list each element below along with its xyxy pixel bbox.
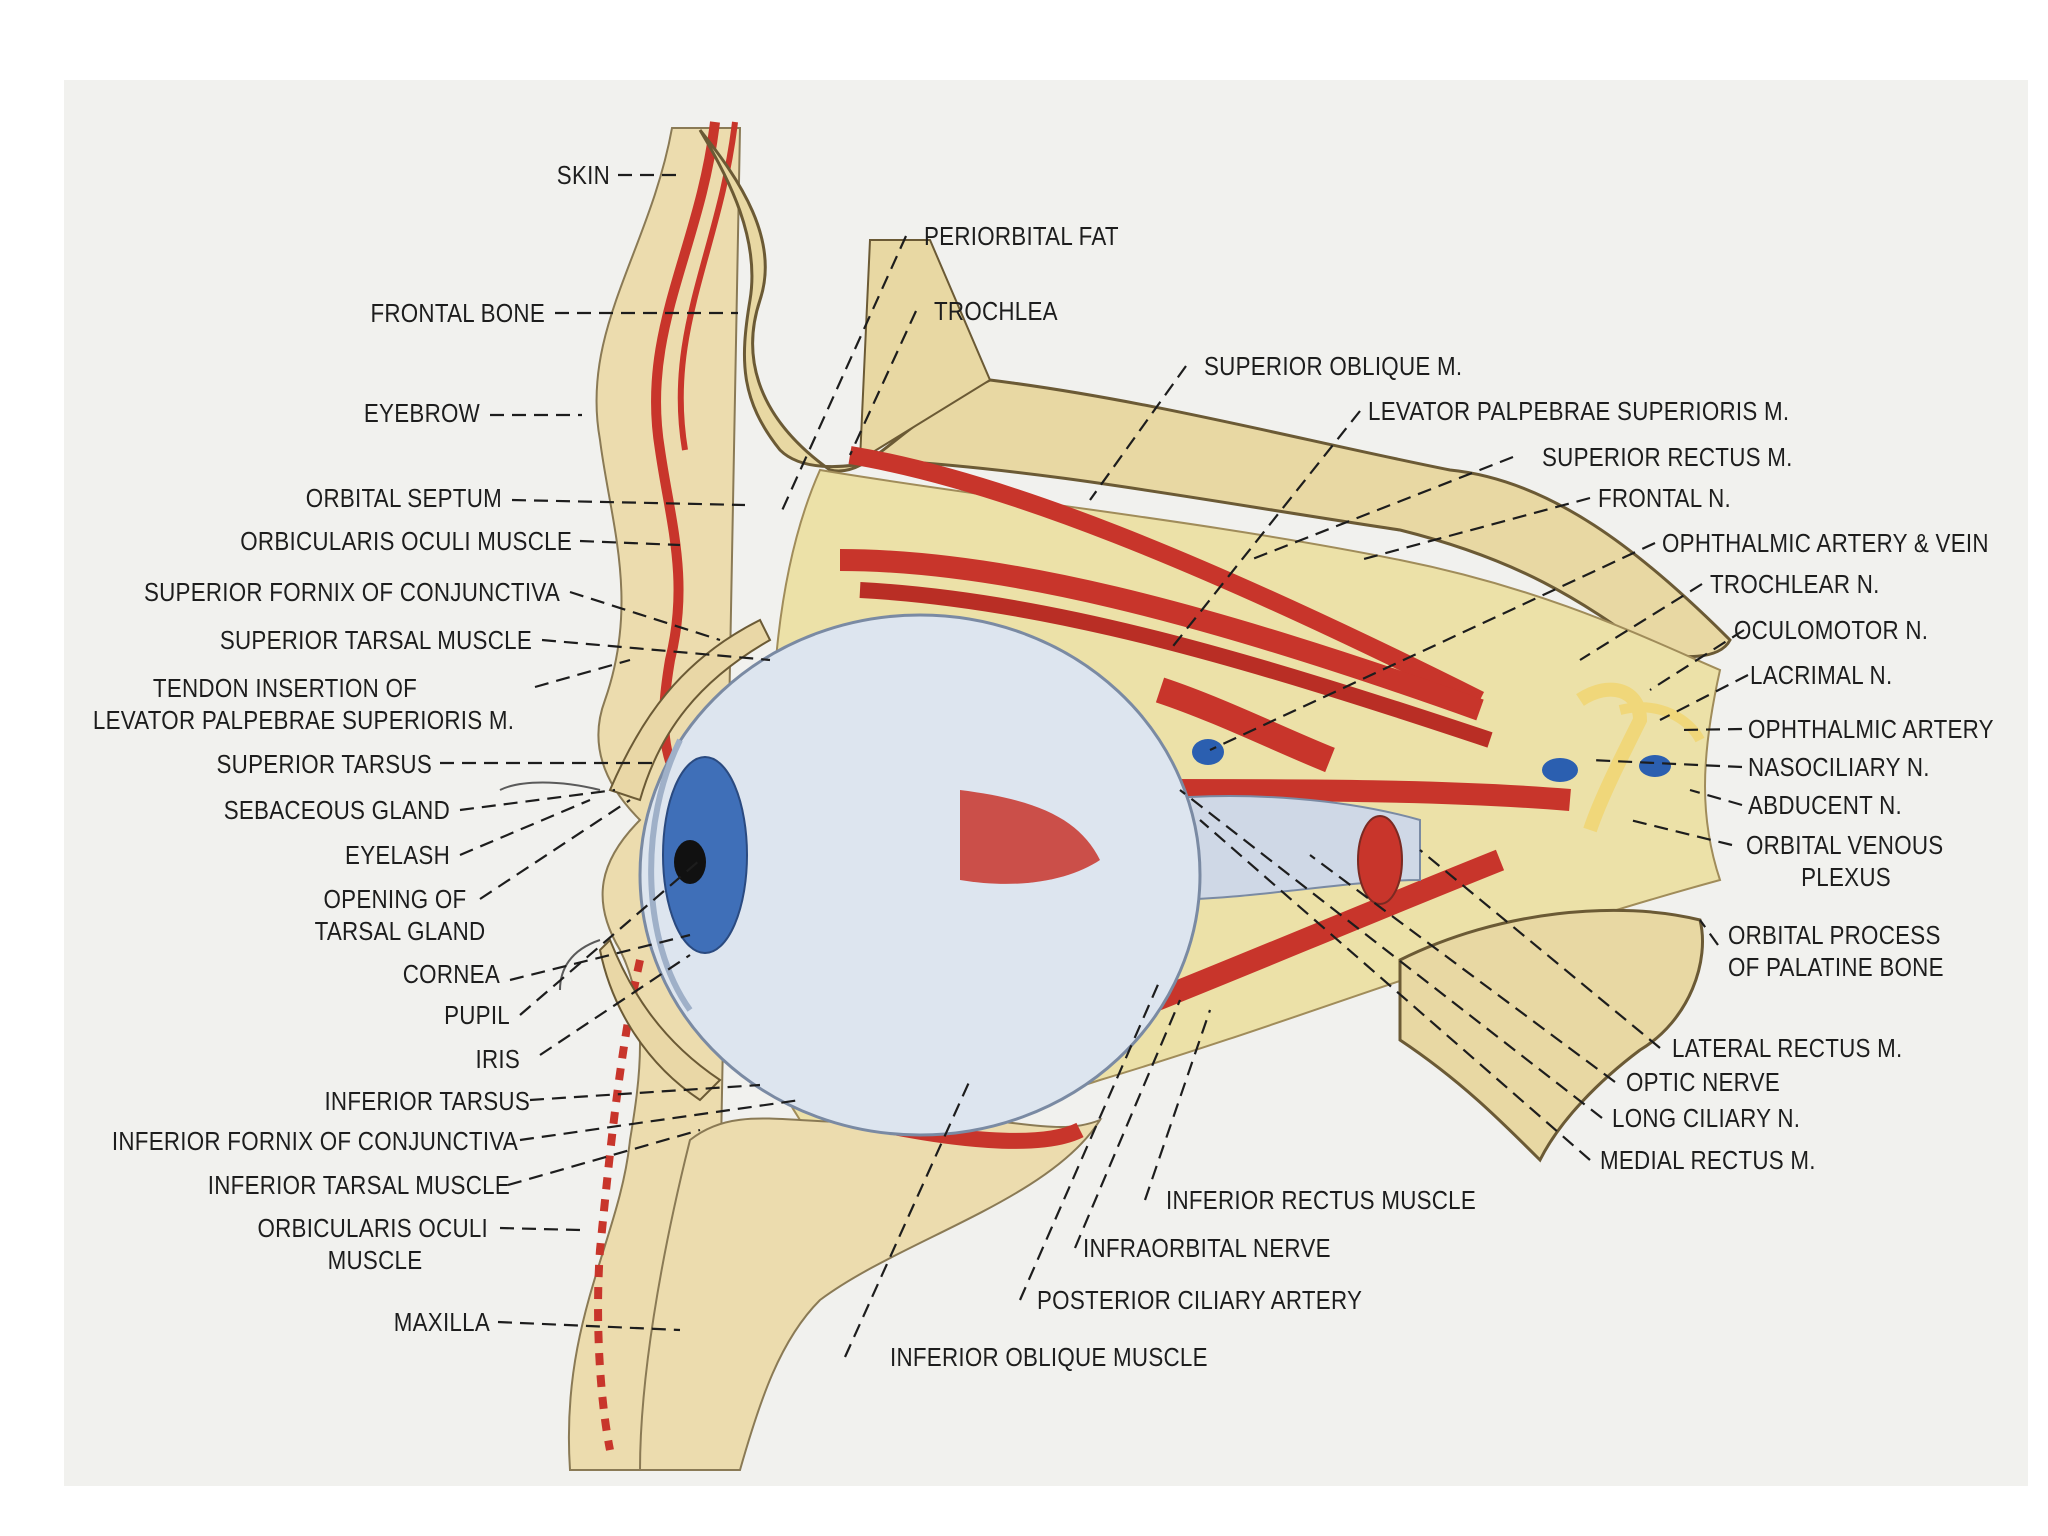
- label-eyelash: EYELASH: [345, 840, 450, 870]
- label-iris: IRIS: [475, 1044, 520, 1074]
- label-orbicularis-oculi-muscle: ORBICULARIS OCULI MUSCLE: [240, 526, 572, 556]
- eyeball-cornea: [648, 738, 693, 1012]
- label-inferior-oblique: INFERIOR OBLIQUE MUSCLE: [890, 1342, 1208, 1372]
- label-inferior-tarsal-muscle: INFERIOR TARSAL MUSCLE: [207, 1170, 510, 1200]
- label-orbital-septum: ORBITAL SEPTUM: [305, 483, 502, 513]
- label-opening-tarsal-line2: TARSAL GLAND: [314, 916, 486, 946]
- levator-muscle: [839, 549, 1484, 721]
- label-nasociliary-n: NASOCILIARY N.: [1748, 752, 1930, 782]
- ophthalmic-vein-1: [1192, 739, 1224, 765]
- label-superior-oblique: SUPERIOR OBLIQUE M.: [1204, 351, 1463, 381]
- superior-oblique-muscle: [848, 446, 1485, 709]
- lower-lid: [598, 938, 722, 1102]
- label-inferior-tarsus: INFERIOR TARSUS: [324, 1086, 530, 1116]
- label-lacrimal-n: LACRIMAL N.: [1750, 660, 1893, 690]
- ophthalmic-artery-shape: [1155, 677, 1335, 773]
- label-superior-rectus: SUPERIOR RECTUS M.: [1542, 442, 1793, 472]
- maxilla-bone: [638, 1116, 1103, 1471]
- label-orbital-venous-line2: PLEXUS: [1801, 862, 1891, 892]
- label-optic-nerve: OPTIC NERVE: [1626, 1067, 1781, 1097]
- label-orbital-venous-line1: ORBITAL VENOUS: [1746, 830, 1944, 860]
- label-frontal-bone: FRONTAL BONE: [370, 298, 545, 328]
- label-long-ciliary: LONG CILIARY N.: [1612, 1103, 1801, 1133]
- optic-nerve-cut: [1357, 815, 1403, 905]
- label-eyebrow: EYEBROW: [363, 398, 480, 428]
- label-trochlea: TROCHLEA: [934, 296, 1058, 326]
- label-orbital-process-line2: OF PALATINE BONE: [1728, 952, 1944, 982]
- label-opening-tarsal-line1: OPENING OF: [323, 884, 467, 914]
- label-medial-rectus: MEDIAL RECTUS M.: [1600, 1145, 1816, 1175]
- bone-upper-wedge: [858, 239, 992, 462]
- frontal-bone: [698, 129, 1732, 659]
- label-maxilla: MAXILLA: [393, 1307, 490, 1337]
- label-tendon-insertion-line2: LEVATOR PALPEBRAE SUPERIORIS M.: [92, 705, 515, 735]
- ophthalmic-vein-2: [1542, 758, 1578, 782]
- label-levator-palpebrae: LEVATOR PALPEBRAE SUPERIORIS M.: [1368, 396, 1790, 426]
- label-superior-fornix: SUPERIOR FORNIX OF CONJUNCTIVA: [143, 577, 560, 607]
- label-pupil: PUPIL: [444, 1000, 510, 1030]
- label-ophthalmic-artery-vein: OPHTHALMIC ARTERY & VEIN: [1662, 528, 1989, 558]
- label-superior-tarsal-muscle: SUPERIOR TARSAL MUSCLE: [219, 625, 532, 655]
- label-superior-tarsus: SUPERIOR TARSUS: [216, 749, 432, 779]
- label-posterior-ciliary: POSTERIOR CILIARY ARTERY: [1037, 1285, 1363, 1315]
- upper-lid: [608, 618, 772, 802]
- label-orbicularis-oculi-lower-line1: ORBICULARIS OCULI: [257, 1213, 489, 1243]
- superior-rectus-muscle: [859, 582, 1493, 748]
- label-oculomotor-n: OCULOMOTOR N.: [1734, 615, 1929, 645]
- eye-muscle-insertion: [960, 790, 1100, 884]
- leader-lines-left: [440, 173, 801, 1332]
- eyeball-sclera: [638, 613, 1202, 1137]
- label-orbicularis-oculi-lower-line2: MUSCLE: [327, 1245, 423, 1275]
- label-skin: SKIN: [556, 160, 610, 190]
- label-orbital-process-line1: ORBITAL PROCESS: [1728, 920, 1941, 950]
- label-tendon-insertion-line1: TENDON INSERTION OF: [152, 673, 418, 703]
- label-inferior-rectus: INFERIOR RECTUS MUSCLE: [1166, 1185, 1477, 1215]
- label-periorbital-fat: PERIORBITAL FAT: [924, 221, 1119, 251]
- eyelash-lower: [559, 939, 601, 991]
- label-infraorbital-nerve: INFRAORBITAL NERVE: [1083, 1233, 1331, 1263]
- label-inferior-fornix: INFERIOR FORNIX OF CONJUNCTIVA: [111, 1126, 518, 1156]
- optic-nerve-shape: [1148, 795, 1421, 902]
- lateral-rectus-muscle: [1159, 779, 1571, 811]
- ophthalmic-vein-3: [1639, 755, 1671, 777]
- eyelash-upper: [499, 781, 601, 791]
- nerve-bundle: [1576, 682, 1648, 833]
- label-cornea: CORNEA: [402, 959, 500, 989]
- nerve-bundle-2: [1618, 702, 1705, 743]
- label-frontal-n: FRONTAL N.: [1598, 483, 1732, 513]
- label-ophthalmic-artery: OPHTHALMIC ARTERY: [1748, 714, 1994, 744]
- label-sebaceous-gland: SEBACEOUS GLAND: [223, 795, 450, 825]
- eyeball-pupil: [674, 840, 706, 884]
- leader-lines-right: [778, 235, 1749, 1358]
- label-lateral-rectus: LATERAL RECTUS M.: [1672, 1033, 1903, 1063]
- label-trochlear-n: TROCHLEAR N.: [1710, 569, 1880, 599]
- label-abducent-n: ABDUCENT N.: [1748, 790, 1903, 820]
